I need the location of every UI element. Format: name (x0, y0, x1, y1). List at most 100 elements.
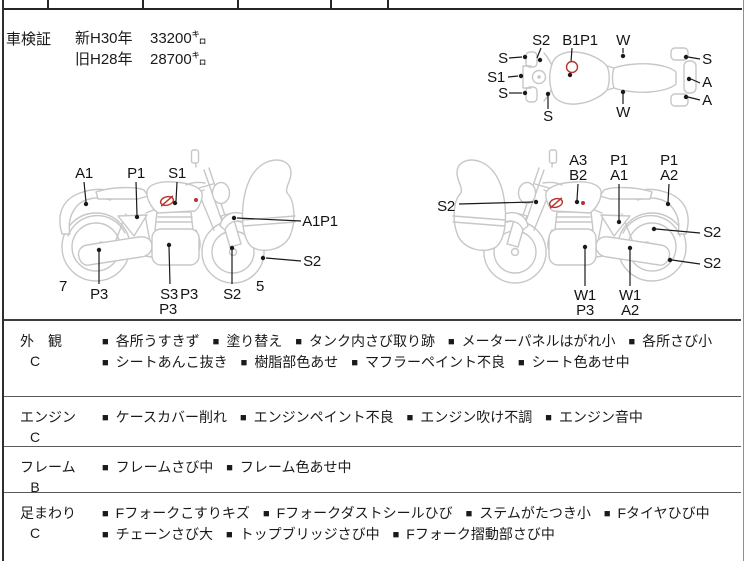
section-header: 外 観 C (20, 331, 102, 396)
diagram-code-label: 7 (59, 278, 67, 295)
section-label: エンジン (20, 409, 76, 425)
defect-list: ■各所うすきず■塗り替え■タンク内さび取り跡■メーターパネルはがれ小■各所さび小… (102, 331, 737, 396)
bullet-square-icon: ■ (226, 462, 233, 474)
shaken-row: 新H30年 33200㌔ (75, 28, 207, 49)
diagram-code-label: A1 (610, 167, 628, 184)
shaken-mileage: 28700㌔ (150, 51, 207, 68)
table-divider (47, 0, 49, 8)
diagram-code-label: S2 (703, 224, 721, 241)
bullet-square-icon: ■ (603, 508, 611, 520)
defect-item: ■ケースカバー削れ (102, 409, 227, 425)
bullet-square-icon: ■ (225, 529, 233, 541)
bullet-square-icon: ■ (545, 412, 552, 424)
section-label: 足まわり (20, 505, 76, 521)
bullet-square-icon: ■ (447, 336, 455, 348)
diagram-code-label: S1 (487, 69, 505, 86)
bullet-square-icon: ■ (102, 462, 109, 474)
diagram-code-label: B2 (569, 167, 587, 184)
defect-list: ■Fフォークこすりキズ ■Fフォークダストシールひび ■ステムがたつき小 ■Fタイヤひ… (102, 503, 737, 561)
diagram-code-label: S2 (437, 198, 455, 215)
diagram-code-label: S2 (532, 32, 550, 49)
diagram-code-label: P1 (127, 165, 145, 182)
table-row-sliver (2, 0, 742, 10)
section-grade: B (30, 479, 40, 495)
diagram-code-label: S3 (160, 286, 178, 303)
bullet-square-icon: ■ (102, 412, 109, 424)
diagram-code-label: P3 (576, 302, 594, 319)
section-header: フレーム B (20, 457, 102, 495)
defect-item: ■エンジンペイント不良 (239, 409, 394, 425)
diagram-code-label: S (543, 108, 553, 125)
bullet-square-icon: ■ (212, 336, 220, 348)
defect-item: ■Fフォークダストシールひび (262, 505, 453, 521)
defect-item: ■Fフォークこすりキズ (102, 505, 250, 521)
bullet-square-icon: ■ (239, 412, 247, 424)
diagram-code-label: B1P1 (562, 32, 598, 49)
bullet-square-icon: ■ (102, 357, 109, 369)
defect-item: ■ステムがたつき小 (465, 505, 591, 521)
defect-item: ■マフラーペイント不良 (351, 354, 505, 370)
defect-list: ■ケースカバー削れ■エンジンペイント不良■エンジン吹け不調■エンジン音中 (102, 407, 737, 446)
shaken-era: 新H30年 (75, 30, 133, 47)
bullet-square-icon: ■ (262, 508, 270, 520)
diagram-code-label: A2 (621, 302, 639, 319)
diagram-code-label: W (616, 32, 631, 49)
shaken-block: 車検証 新H30年 33200㌔ 旧H28年 28700㌔ (6, 28, 207, 70)
bullet-square-icon: ■ (406, 412, 414, 424)
bullet-square-icon: ■ (628, 336, 636, 348)
diagram-code-label: A1 (75, 165, 93, 182)
defect-item: ■各所さび小 (628, 333, 713, 349)
table-divider (237, 0, 239, 8)
red-repair-mark (194, 198, 198, 202)
diagram-code-label: S2 (223, 286, 241, 303)
diagram-code-label: A2 (660, 167, 678, 184)
bullet-square-icon: ■ (392, 529, 400, 541)
defect-item: ■Fタイヤひび中 (603, 505, 710, 521)
diagram-code-label: S (702, 51, 712, 68)
red-repair-mark (581, 201, 585, 205)
defect-item: ■フレームさび中 (102, 459, 214, 475)
diagram-code-label: S2 (703, 255, 721, 272)
red-repair-mark (548, 197, 564, 209)
diagram-code-label: P1 (660, 152, 678, 169)
table-divider (387, 0, 389, 8)
diagram-code-label: P3 (159, 301, 177, 318)
shaken-label: 車検証 (6, 31, 52, 48)
bullet-square-icon: ■ (351, 357, 358, 369)
diagram-code-label: W (616, 104, 631, 121)
defect-item: ■チェーンさび大 (102, 526, 213, 542)
diagram-code-label: W1 (619, 287, 641, 304)
section-header: 足まわり C (20, 503, 102, 561)
section-grade: C (29, 429, 41, 445)
diagram-code-label: 5 (256, 278, 264, 295)
section-grade: C (29, 525, 41, 541)
condition-sections: 外 観 C ■各所うすきず■塗り替え■タンク内さび取り跡■メーターパネルはがれ小… (2, 319, 741, 561)
defect-item: ■エンジン音中 (545, 409, 643, 425)
shaken-mileage: 33200㌔ (150, 30, 207, 47)
shaken-row: 旧H28年 28700㌔ (75, 49, 207, 70)
diagram-code-label: S2 (303, 253, 321, 270)
section-label: 外 観 (20, 333, 62, 349)
section-header: エンジン C (20, 407, 102, 446)
defect-item: ■シート色あせ中 (517, 354, 630, 370)
diagram-code-label: P3 (90, 286, 108, 303)
diagram-code-label: P1 (610, 152, 628, 169)
table-divider (142, 0, 144, 8)
defect-item: ■Fフォーク摺動部さび中 (392, 526, 555, 542)
diagram-code-label: P3 (180, 286, 198, 303)
section-row-exterior: 外 観 C ■各所うすきず■塗り替え■タンク内さび取り跡■メーターパネルはがれ小… (2, 319, 741, 396)
section-row-undercarriage: 足まわり C ■Fフォークこすりキズ ■Fフォークダストシールひび ■ステムがたつき… (2, 492, 741, 561)
section-label: フレーム (20, 459, 76, 475)
red-repair-mark (565, 60, 579, 74)
shaken-era: 旧H28年 (75, 51, 133, 68)
defect-item: ■塗り替え (212, 333, 283, 349)
defect-item: ■シートあんこ抜き (102, 354, 228, 370)
defect-list: ■フレームさび中■フレーム色あせ中 (102, 457, 737, 492)
bullet-square-icon: ■ (295, 336, 302, 348)
bullet-square-icon: ■ (465, 508, 473, 520)
